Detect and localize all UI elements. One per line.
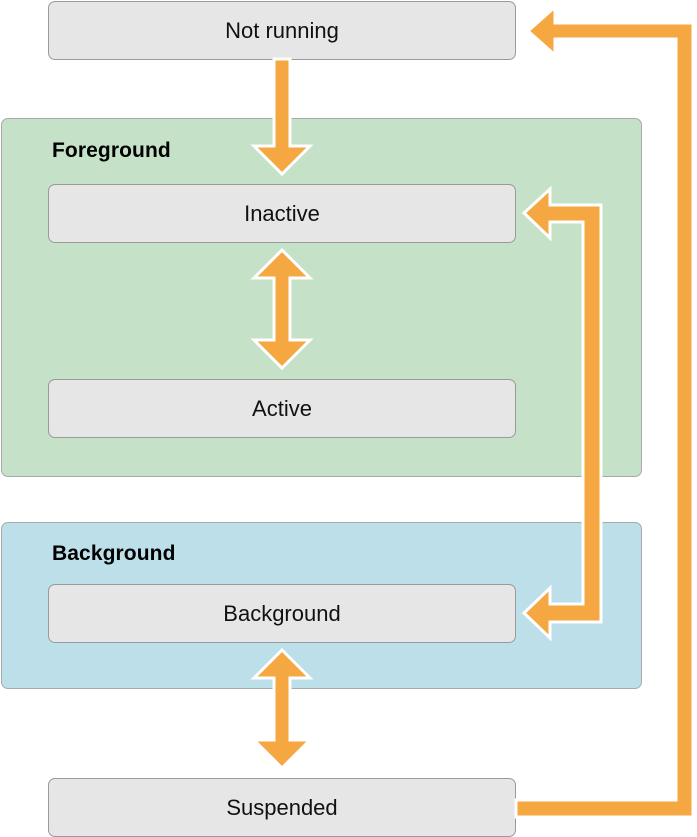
arrow-not-running-to-inactive (250, 57, 314, 177)
foreground-region-title: Foreground (52, 139, 171, 162)
state-inactive: Inactive (48, 184, 516, 243)
background-region-title: Background (52, 542, 176, 565)
arrow-inactive-background (521, 185, 603, 642)
state-not-running: Not running (48, 1, 516, 60)
state-background: Background (48, 584, 516, 643)
arrow-inactive-active (250, 247, 314, 371)
arrow-suspended-to-not-running (514, 3, 695, 819)
state-active: Active (48, 379, 516, 438)
arrow-background-suspended (250, 647, 314, 771)
